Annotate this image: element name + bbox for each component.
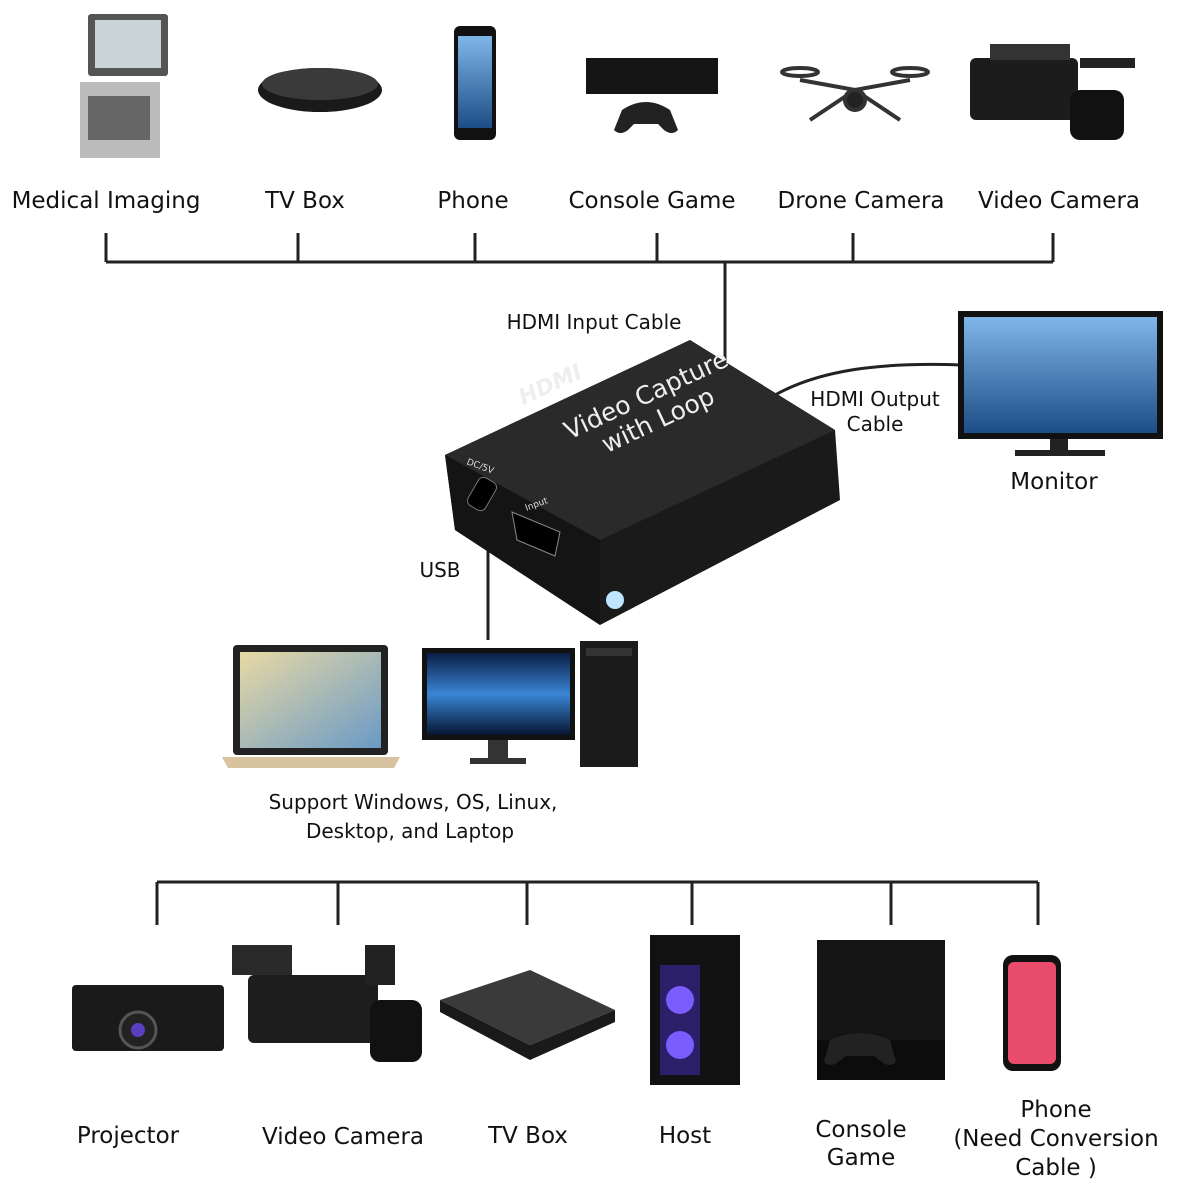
label-console-game-bottom-1: Console (815, 1117, 907, 1143)
phone-icon (454, 26, 496, 140)
label-console-game-bottom-2: Game (826, 1145, 896, 1171)
label-phone-bottom-3: Cable ) (1015, 1155, 1097, 1181)
tv-box-icon (258, 68, 382, 112)
video-camera-icon (970, 44, 1135, 140)
medical-imaging-icon (80, 14, 168, 158)
label-video-camera: Video Camera (977, 188, 1141, 214)
label-tv-box: TV Box (265, 188, 345, 214)
label-hdmi-input-cable: HDMI Input Cable (506, 310, 682, 334)
label-phone-bottom-1: Phone (1020, 1097, 1092, 1123)
label-phone-bottom-2: (Need Conversion (953, 1126, 1159, 1152)
desktop-tower-icon (650, 935, 740, 1085)
label-hdmi-output-1: HDMI Output (810, 387, 940, 411)
drone-camera-icon (780, 66, 930, 122)
label-projector: Projector (76, 1123, 180, 1149)
game-console-icon (817, 940, 945, 1080)
projector-icon (72, 985, 224, 1051)
label-computer-support-2: Desktop, and Laptop (305, 819, 515, 843)
video-camera-icon-bottom (232, 945, 422, 1062)
label-tv-box-bottom: TV Box (488, 1123, 568, 1149)
tv-box-icon-bottom (440, 970, 615, 1060)
phone-icon-bottom (1003, 955, 1061, 1071)
monitor-icon (958, 311, 1163, 456)
connector-lines (104, 233, 1055, 925)
laptop-icon (222, 645, 400, 768)
label-video-camera-bottom: Video Camera (261, 1124, 425, 1150)
label-hdmi-output-2: Cable (846, 412, 904, 436)
video-capture-device (445, 340, 840, 625)
label-console-game: Console Game (568, 188, 736, 214)
label-usb: USB (419, 558, 461, 582)
label-medical-imaging: Medical Imaging (11, 188, 201, 214)
console-game-icon (586, 58, 718, 133)
desktop-computer-icon (422, 641, 638, 767)
label-host: Host (658, 1123, 712, 1149)
label-computer-support-1: Support Windows, OS, Linux, (268, 790, 558, 814)
label-monitor: Monitor (1010, 469, 1098, 495)
label-drone-camera: Drone Camera (777, 188, 945, 214)
label-phone: Phone (437, 188, 509, 214)
